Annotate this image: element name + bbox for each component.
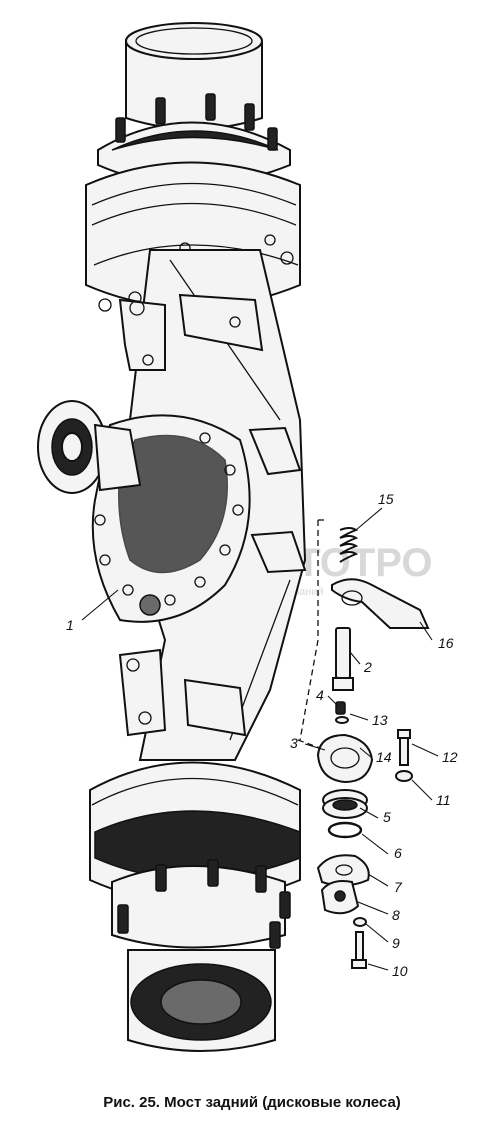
part-label-12: 12 bbox=[442, 749, 458, 765]
part-label-7: 7 bbox=[394, 879, 403, 895]
part-label-1: 1 bbox=[66, 617, 74, 633]
leader-lines bbox=[81, 507, 439, 971]
part-label-8: 8 bbox=[392, 907, 400, 923]
part-label-14: 14 bbox=[376, 749, 392, 765]
differential-housing bbox=[37, 400, 251, 623]
part-label-13: 13 bbox=[372, 712, 388, 728]
part-label-10: 10 bbox=[392, 963, 408, 979]
part-label-9: 9 bbox=[392, 935, 400, 951]
lower-wheel-hub bbox=[89, 761, 301, 1052]
part-label-4: 4 bbox=[316, 687, 324, 703]
figure-caption: Рис. 25. Мост задний (дисковые колеса) bbox=[103, 1094, 401, 1111]
part-label-11: 11 bbox=[436, 792, 451, 808]
part-label-6: 6 bbox=[394, 845, 402, 861]
part-label-15: 15 bbox=[378, 491, 394, 507]
part-labels: 1 2 3 4 5 6 7 8 9 10 11 12 13 14 15 16 bbox=[66, 491, 458, 979]
part-label-3: 3 bbox=[290, 735, 298, 751]
part-label-16: 16 bbox=[438, 635, 454, 651]
part-label-5: 5 bbox=[383, 809, 391, 825]
part-label-2: 2 bbox=[363, 659, 372, 675]
exploded-parts bbox=[297, 519, 430, 969]
